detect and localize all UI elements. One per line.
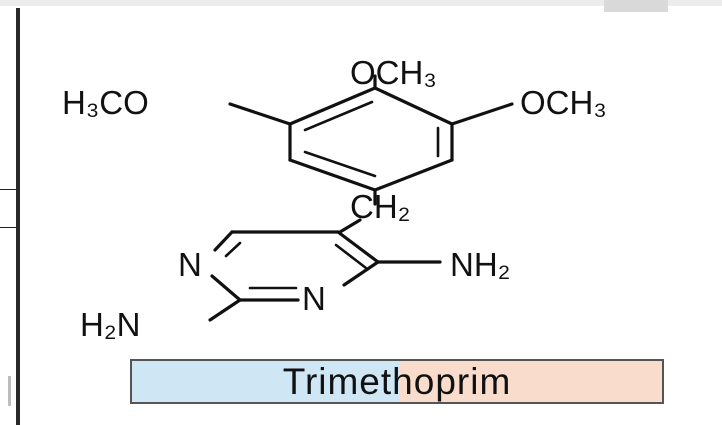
- bond: [373, 158, 454, 192]
- frame-tab: [604, 0, 668, 12]
- bond: [342, 260, 380, 287]
- frame-left-edge: [16, 8, 20, 425]
- double-bond: [334, 243, 368, 270]
- bond-left-methoxy: [228, 102, 292, 126]
- bond-methylene-ring: [338, 218, 362, 234]
- bond: [288, 158, 377, 192]
- compound-name-part-2: hoprim: [392, 361, 512, 402]
- divider-line: [0, 189, 17, 190]
- double-bond: [303, 150, 377, 178]
- pyrimidine-ring: [210, 230, 380, 302]
- bond-amine-left: [208, 298, 242, 322]
- bond: [210, 274, 242, 302]
- bond: [288, 86, 377, 126]
- bond: [336, 230, 380, 264]
- label-amine-right: NH₂: [450, 246, 510, 283]
- label-ring-n-left: N: [178, 246, 202, 283]
- bond: [213, 230, 234, 252]
- frame-top-edge: [0, 0, 722, 6]
- double-bond: [303, 100, 374, 132]
- divider-line: [0, 227, 17, 228]
- label-ring-n-bottom: N: [302, 280, 326, 317]
- label-amine-left: H₂N: [80, 306, 140, 343]
- benzene-ring: [288, 86, 454, 192]
- label-left-methoxy: H₃CO: [62, 84, 149, 121]
- compound-name-part-1: Trimet: [282, 361, 393, 402]
- label-methylene: CH₂: [350, 188, 410, 225]
- bond-right-methoxy: [450, 102, 514, 126]
- label-top-methoxy: OCH₃: [350, 54, 437, 91]
- bond: [373, 86, 454, 126]
- double-bond: [224, 241, 242, 258]
- scroll-mark: [8, 376, 11, 406]
- label-right-methoxy: OCH₃: [520, 84, 607, 121]
